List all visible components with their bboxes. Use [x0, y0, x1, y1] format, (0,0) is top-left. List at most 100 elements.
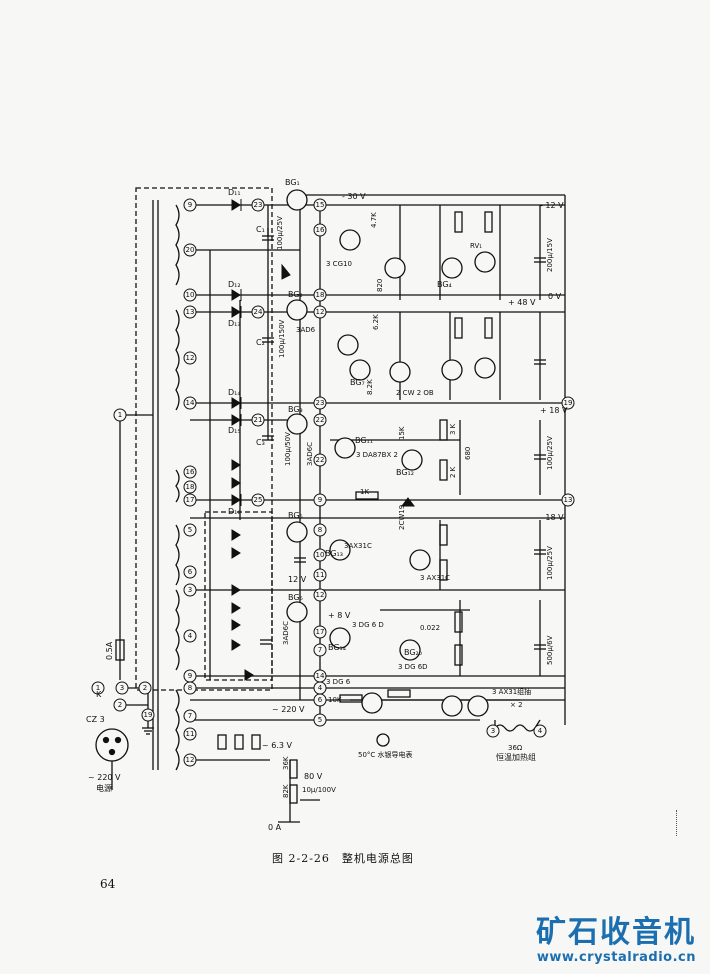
terminal-node-number: 4 — [538, 727, 543, 735]
label-v-neg12: - 12 V — [540, 201, 564, 210]
label-bg13: BG₁₃ — [325, 549, 343, 558]
terminal-node-number: 12 — [186, 756, 195, 764]
terminal-node — [313, 568, 327, 582]
terminal-node — [251, 198, 265, 212]
label-tr3: 3 DA87BX 2 — [356, 451, 398, 459]
terminal-node — [251, 413, 265, 427]
terminal-node-number: 24 — [254, 308, 263, 316]
terminal-node-number: 6 — [318, 696, 323, 704]
terminal-node-number: 13 — [564, 496, 573, 504]
terminal-node-number: 12 — [316, 591, 325, 599]
label-r2k: 2 K — [449, 466, 457, 478]
terminal-node — [313, 288, 327, 302]
terminal-node-number: 9 — [188, 672, 192, 680]
terminal-node-number: 23 — [316, 399, 325, 407]
label-d11: D₁₁ — [228, 188, 241, 197]
label-therm: 50°C 水银导电表 — [358, 750, 413, 759]
transistor-bg6 — [286, 601, 308, 623]
transistor-bg11 — [334, 437, 356, 459]
terminal-node-number: 11 — [186, 730, 195, 738]
terminal-node — [313, 305, 327, 319]
transistor-bg20 — [399, 639, 421, 661]
terminal-node — [183, 396, 197, 410]
label-tr1: 3AD6 — [296, 326, 316, 334]
label-r47: 4.7K — [370, 212, 378, 228]
label-r10k: 10K — [328, 696, 342, 704]
label-cap3: 100μ/50V — [284, 432, 292, 466]
transistor-bg5 — [286, 521, 308, 543]
label-tr7: 3 DG 6D — [398, 663, 428, 671]
terminal-node-number: 19 — [564, 399, 573, 407]
label-tr8: 3 DG 6 — [326, 678, 351, 686]
terminal-node-number: 9 — [188, 201, 192, 209]
diode-d11 — [231, 199, 242, 211]
terminal-node — [313, 693, 327, 707]
label-rv: RV₁ — [470, 242, 482, 250]
terminal-node-number: 22 — [316, 416, 325, 424]
label-c3: C₃ — [256, 438, 265, 447]
terminal-node — [313, 643, 327, 657]
label-d12: D₁₂ — [228, 280, 241, 289]
terminal-node-number: 16 — [316, 226, 325, 234]
figure-caption: 图 2-2-26 整机电源总图 — [272, 852, 414, 865]
terminal-node — [313, 493, 327, 507]
terminal-node-number: 3 — [491, 727, 495, 735]
diode-d12 — [231, 289, 242, 301]
terminal-node — [113, 408, 127, 422]
terminal-node — [91, 681, 105, 695]
terminal-node-number: 18 — [316, 291, 325, 299]
label-cap8: 10μ/100V — [302, 786, 336, 794]
label-d14: D₁₄ — [228, 388, 241, 397]
terminal-node-number: 6 — [188, 568, 193, 576]
terminal-node-number: 4 — [188, 632, 193, 640]
label-bg7: BG₇ — [350, 378, 365, 387]
terminal-node — [251, 493, 265, 507]
label-bg20: BG₂₀ — [404, 648, 422, 657]
transistor-bg13 — [329, 539, 351, 561]
label-d13: D₁₃ — [228, 319, 241, 328]
terminal-node — [313, 198, 327, 212]
terminal-node — [561, 396, 575, 410]
terminal-node-number: 1 — [96, 684, 100, 692]
diode-d14 — [231, 397, 242, 409]
terminal-node — [183, 465, 197, 479]
terminal-node-number: 9 — [318, 496, 322, 504]
terminal-node — [183, 305, 197, 319]
label-v-0: 0 V — [548, 292, 562, 301]
transistor-bg12 — [401, 449, 423, 471]
label-r82: 8.2K — [366, 379, 374, 395]
terminal-node — [313, 548, 327, 562]
terminal-node — [183, 288, 197, 302]
label-fuse: 0.5A — [105, 641, 114, 660]
terminal-node — [138, 681, 152, 695]
terminal-node — [313, 523, 327, 537]
watermark-url: www.crystalradio.cn — [536, 950, 696, 965]
label-cap1: 100μ/25V — [276, 216, 284, 250]
label-r1k: 1K — [360, 488, 369, 496]
terminal-node-number: 21 — [254, 416, 263, 424]
label-tr11: 3AD6C — [282, 621, 290, 645]
terminal-node — [115, 681, 129, 695]
label-v-neg18: - 18 V — [540, 513, 564, 522]
label-tr4: 3AX31C — [344, 542, 372, 550]
thermostat — [376, 733, 390, 747]
label-plug: CZ 3 — [86, 715, 105, 724]
label-r680: 680 — [464, 447, 472, 460]
label-v-18: + 18 V — [540, 406, 568, 415]
terminal-node — [313, 453, 327, 467]
diode-d13 — [231, 306, 242, 318]
label-v-63: ~ 6.3 V — [262, 741, 293, 750]
page-number: 64 — [100, 877, 116, 891]
terminal-node — [183, 565, 197, 579]
terminal-node-number: 23 — [254, 201, 263, 209]
terminal-node-number: 13 — [186, 308, 195, 316]
terminal-node-number: 11 — [316, 571, 325, 579]
label-cap2: 100μ/150V — [278, 319, 286, 358]
margin-mark — [676, 810, 679, 836]
terminal-node-number: 17 — [186, 496, 195, 504]
terminal-node — [183, 198, 197, 212]
label-r3k: 3 K — [449, 423, 457, 435]
terminal-node-number: 14 — [186, 399, 195, 407]
label-bg12: BG₁₂ — [396, 468, 414, 477]
